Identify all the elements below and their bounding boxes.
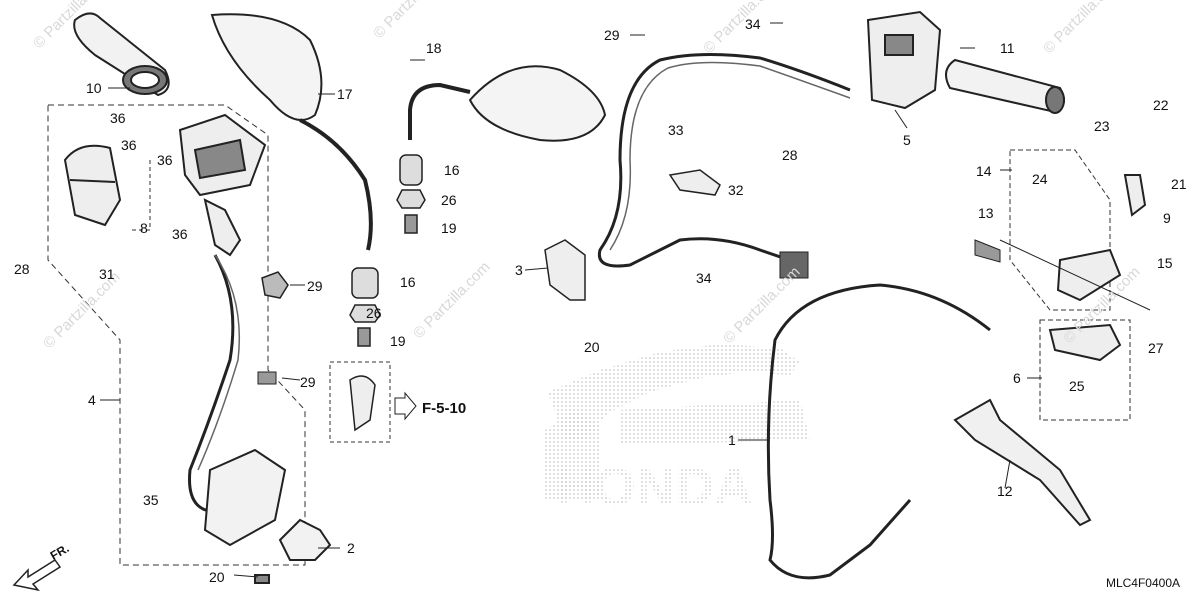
left-grip (73, 12, 170, 97)
callout-17: 17 (337, 86, 353, 102)
callout-11: 11 (1000, 40, 1015, 56)
front-arrow-icon (12, 558, 62, 592)
mirror-right (408, 65, 607, 142)
callout-14: 14 (976, 163, 992, 179)
left-harness (188, 254, 262, 514)
callout-24: 24 (1032, 171, 1048, 187)
callout-9: 9 (1163, 210, 1171, 226)
right-grip (945, 58, 1065, 114)
callout-22: 22 (1153, 97, 1169, 113)
callout-18: 18 (426, 40, 442, 56)
callout-36-b: 36 (121, 137, 137, 153)
leader-lines (100, 22, 1151, 578)
callout-26-lower: 26 (366, 305, 382, 321)
callout-20-left: 20 (209, 569, 225, 585)
callout-32: 32 (728, 182, 744, 198)
callout-29-lower: 29 (300, 374, 316, 390)
group-4-outline (47, 104, 306, 566)
callout-26-upper: 26 (441, 192, 457, 208)
callout-5: 5 (903, 132, 911, 148)
page-reference: F-5-10 (422, 400, 467, 417)
callout-15: 15 (1157, 255, 1173, 271)
callout-2: 2 (347, 540, 355, 556)
callout-28-left: 28 (14, 261, 30, 277)
callout-33: 33 (668, 122, 684, 138)
callout-1: 1 (728, 432, 736, 448)
clutch-switch (203, 448, 332, 584)
callout-16-upper: 16 (444, 162, 460, 178)
callout-34-top: 34 (745, 16, 761, 32)
callout-34-lower: 34 (696, 270, 712, 286)
throttle-harness (597, 52, 851, 268)
callout-36-c: 36 (157, 152, 173, 168)
diagram-code: MLC4F0400A (1105, 576, 1180, 590)
callout-10: 10 (86, 80, 102, 96)
callout-36-d: 36 (172, 226, 188, 242)
clutch-cable (766, 283, 991, 580)
callout-31: 31 (99, 266, 115, 282)
honda-text-art: HONDA (555, 457, 753, 517)
callout-6: 6 (1013, 370, 1021, 386)
callout-23: 23 (1094, 118, 1110, 134)
bracket-3 (544, 239, 586, 301)
callout-36-a: 36 (110, 110, 126, 126)
bracket-32 (668, 169, 721, 196)
callout-16-lower: 16 (400, 274, 416, 290)
callout-3: 3 (515, 262, 523, 278)
callout-35: 35 (143, 492, 159, 508)
callout-8: 8 (140, 220, 148, 236)
left-switch-housing (63, 113, 267, 257)
clutch-lever-bracket (1048, 174, 1147, 362)
callout-20-center: 20 (584, 339, 600, 355)
callout-13: 13 (978, 205, 994, 221)
callout-12: 12 (997, 483, 1013, 499)
callout-28-right: 28 (782, 147, 798, 163)
honda-wing-logo (545, 344, 810, 500)
clutch-lever (953, 398, 1092, 527)
callout-27: 27 (1148, 340, 1164, 356)
callout-19-upper: 19 (441, 220, 457, 236)
callout-25: 25 (1069, 378, 1085, 394)
right-switch-housing (866, 10, 942, 110)
callout-29-left: 29 (307, 278, 323, 294)
mirror-hardware (349, 154, 426, 347)
mirror-left (210, 13, 373, 251)
callout-4: 4 (88, 392, 96, 408)
callout-29-top: 29 (604, 27, 620, 43)
callout-19-lower: 19 (390, 333, 406, 349)
callout-21: 21 (1171, 176, 1187, 192)
